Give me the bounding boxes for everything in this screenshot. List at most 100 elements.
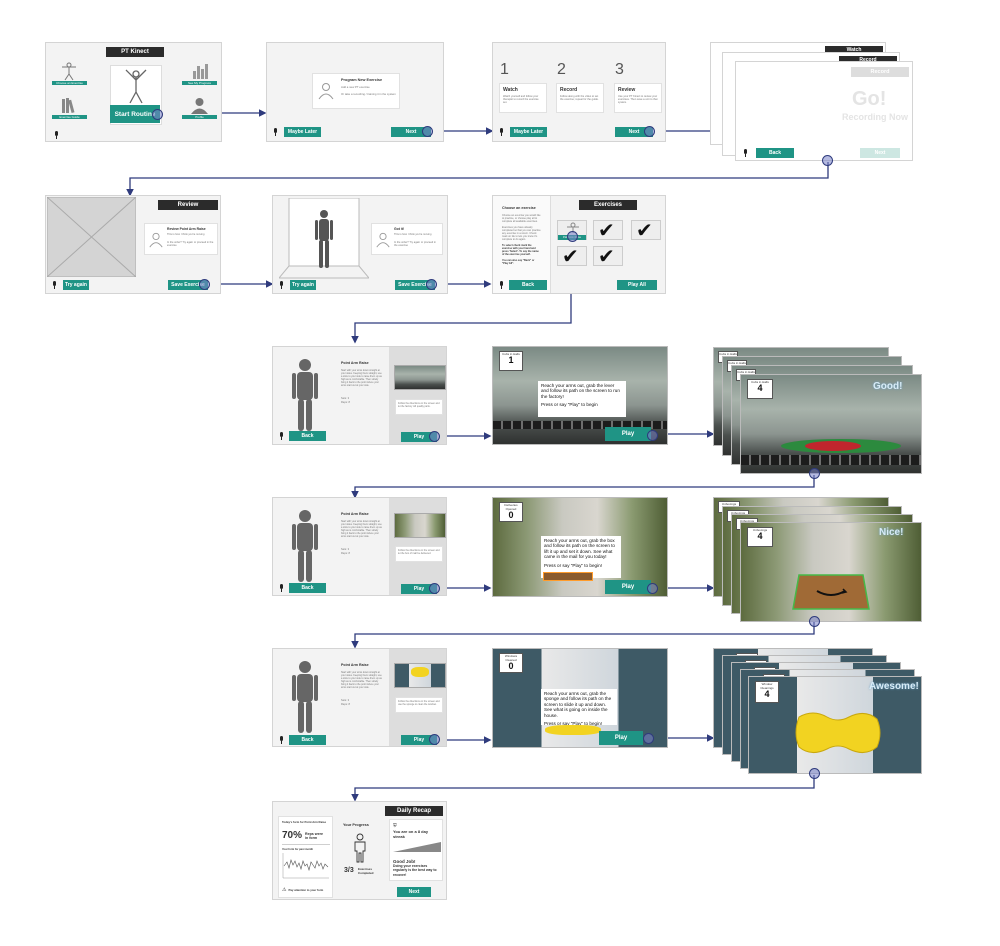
card-line: In the order? Try again or proceed in th… xyxy=(394,241,436,247)
back-button[interactable]: Back xyxy=(289,431,326,441)
microphone-icon[interactable] xyxy=(279,432,284,440)
hand-cursor xyxy=(643,733,654,744)
counter-label: Cubs in Halls xyxy=(719,352,737,356)
next-button[interactable]: Next xyxy=(391,127,431,137)
counter-value: 0 xyxy=(508,510,514,520)
maybe-later-button[interactable]: Maybe Later xyxy=(284,127,321,137)
play-all-button[interactable]: Play All xyxy=(617,280,657,290)
exercise-text: Start with your arms down straight at yo… xyxy=(341,369,382,387)
next-button[interactable]: Next xyxy=(397,887,431,897)
exercise-tile-completed[interactable] xyxy=(557,244,587,269)
go-text: Go! xyxy=(852,88,887,110)
counter-label: Deliveries Opened xyxy=(504,503,518,511)
shield-icon: ⛨ xyxy=(393,823,397,829)
sets-text: Sets: 3 xyxy=(341,397,350,400)
game-prompt: Reach your arms out, grab the sponge and… xyxy=(541,689,617,727)
praise-text: Nice! xyxy=(879,527,904,538)
doctor-icon xyxy=(376,232,390,248)
mail-game-screen: Deliveries Opened 0 Reach your arms out,… xyxy=(492,497,668,597)
back-button[interactable]: Back xyxy=(289,735,326,745)
prompt-text: Reach your arms out, grab the lever and … xyxy=(541,383,620,399)
play-button[interactable]: Play xyxy=(605,580,651,594)
prompt-text: Press or say "Play" to begin! xyxy=(544,721,602,727)
game-prompt: Reach your arms out, grab the box and fo… xyxy=(541,536,621,578)
card-title: Program New Exercise xyxy=(341,78,383,82)
preview-card: Follow the directions on the screen and … xyxy=(395,546,443,562)
form-percent: 70% xyxy=(282,830,303,841)
tile-choose-exercise[interactable]: Choose an Exercise xyxy=(52,61,87,87)
home-screen: PT Kinect Choose an Exercise Exercise Gu… xyxy=(45,42,222,142)
exercise-tile-completed[interactable] xyxy=(631,218,661,243)
exercises-screen: Choose an exercise Choose an exercise yo… xyxy=(492,195,666,294)
preview-card: Follow the directions on the screen and … xyxy=(395,697,443,713)
counter-label: Unboxings xyxy=(739,519,755,523)
next-button[interactable]: Next xyxy=(860,148,900,158)
mail-thumbnail xyxy=(394,513,446,538)
exercise-tile-completed[interactable] xyxy=(593,244,623,269)
left-title: Choose an exercise xyxy=(502,206,536,210)
microphone-icon[interactable] xyxy=(273,128,278,136)
microphone-icon[interactable] xyxy=(743,149,748,157)
tile-profile[interactable]: Profile xyxy=(182,95,217,121)
tile-exercise-guide[interactable]: Exercise Guide xyxy=(52,95,87,121)
review-card: Review Point Arm Raise This is how I thi… xyxy=(144,223,218,255)
windows-counter: Window Cleanings 4 xyxy=(755,681,779,703)
play-button[interactable]: Play xyxy=(605,427,651,441)
factory-thumbnail xyxy=(394,365,446,390)
save-exercise-button[interactable]: Save Exercise xyxy=(168,280,208,290)
hand-cursor xyxy=(426,279,437,290)
try-again-button[interactable]: Try again xyxy=(63,280,89,290)
save-exercise-button[interactable]: Save Exercise xyxy=(395,280,435,290)
microphone-icon[interactable] xyxy=(279,584,284,592)
person-outline-icon xyxy=(354,833,366,863)
microphone-icon[interactable] xyxy=(279,736,284,744)
left-text: Choose an exercise you would like to pra… xyxy=(502,214,541,223)
streak-chart xyxy=(393,842,441,852)
step-title: Review xyxy=(618,87,636,93)
counter-label: Cubs in Halls xyxy=(737,370,755,374)
back-button[interactable]: Back xyxy=(756,148,794,158)
reps-text: Reps: 8 xyxy=(341,552,350,555)
microphone-icon[interactable] xyxy=(499,281,504,289)
back-button[interactable]: Back xyxy=(509,280,547,290)
praise-text: Awesome! xyxy=(869,681,919,692)
hand-cursor xyxy=(429,734,440,745)
completed-count: 3/3 xyxy=(344,867,354,874)
counter-value: 4 xyxy=(764,689,770,699)
microphone-icon[interactable] xyxy=(279,281,284,289)
conveyor-belt xyxy=(493,421,667,429)
hand-cursor xyxy=(809,768,820,779)
microphone-icon[interactable] xyxy=(52,281,57,289)
package-box xyxy=(543,572,593,581)
microphone-icon[interactable] xyxy=(54,131,59,139)
step-card-record: Record Follow along with the video to se… xyxy=(556,83,604,113)
exercise-tile-completed[interactable] xyxy=(593,218,623,243)
next-button[interactable]: Next xyxy=(615,127,653,137)
play-button[interactable]: Play xyxy=(401,735,437,745)
game-prompt: Reach your arms out, grab the lever and … xyxy=(538,381,626,417)
deliveries-counter: Unboxings 4 xyxy=(747,527,773,547)
hand-cursor xyxy=(809,468,820,479)
play-button[interactable]: Play xyxy=(401,584,437,594)
hand-cursor xyxy=(644,126,655,137)
start-routine-button[interactable]: Start Routine xyxy=(110,105,160,123)
streak-card: ⛨ You are on a 8 day streak Good Job! Do… xyxy=(389,819,443,881)
completed-text: Exercises Completed xyxy=(358,867,374,875)
recording-now-text: Recording Now xyxy=(842,112,909,122)
factory-result-screen: Cubs in Halls 4 Good! xyxy=(740,374,922,474)
reps-text: Reps: 8 xyxy=(341,401,350,404)
tile-see-progress[interactable]: See My Progress xyxy=(182,61,217,87)
person-arms-up-icon xyxy=(125,69,147,104)
back-button[interactable]: Back xyxy=(289,583,326,593)
microphone-icon[interactable] xyxy=(499,128,504,136)
play-button[interactable]: Play xyxy=(401,432,437,442)
try-again-button[interactable]: Try again xyxy=(290,280,316,290)
reps-text: Reps: 8 xyxy=(341,703,350,706)
profile-icon xyxy=(191,98,208,114)
streak-text: You are on a 8 day streak xyxy=(393,829,429,839)
hand-cursor xyxy=(647,430,658,441)
deliveries-counter: Deliveries Opened 0 xyxy=(499,502,523,522)
form-trend-chart xyxy=(282,853,329,879)
maybe-later-button[interactable]: Maybe Later xyxy=(510,127,547,137)
play-button[interactable]: Play xyxy=(599,731,643,745)
